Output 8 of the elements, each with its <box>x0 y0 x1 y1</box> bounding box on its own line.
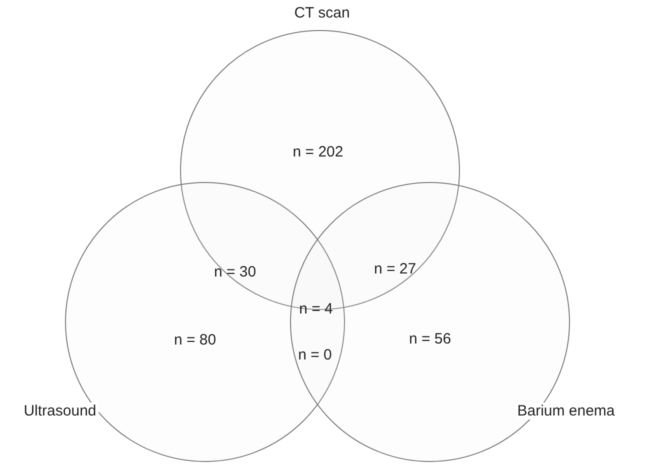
region-count: n = 0 <box>298 346 332 364</box>
region-count: n = 30 <box>214 264 256 280</box>
region-count: n = 56 <box>408 330 452 348</box>
region-count: n = 27 <box>374 260 416 278</box>
region-count: n = 202 <box>292 144 344 160</box>
region-count: n = 80 <box>174 332 216 348</box>
region-count: n = 4 <box>299 300 333 318</box>
set-label: Barium enema <box>515 402 617 420</box>
